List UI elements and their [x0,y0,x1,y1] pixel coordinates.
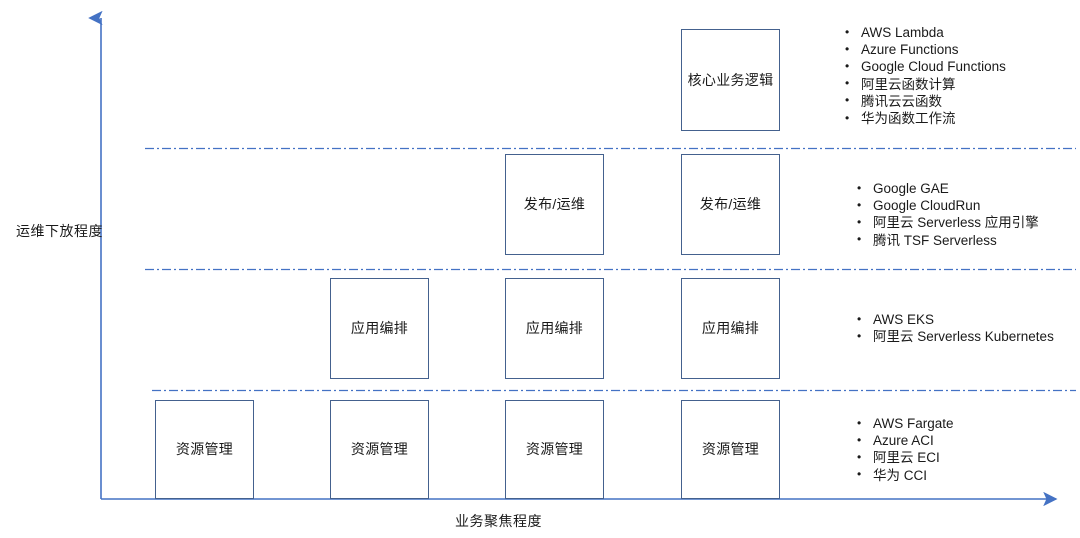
box-release-ops-col3[interactable]: 发布/运维 [505,154,604,255]
legend-item: 阿里云函数计算 [843,75,1006,93]
legend-item: 腾讯云云函数 [843,92,1006,110]
box-core-logic-col4[interactable]: 核心业务逻辑 [681,29,780,131]
legend-item: 华为 CCI [855,466,954,484]
box-resource-management-col3[interactable]: 资源管理 [505,400,604,499]
legend-item: 阿里云 Serverless Kubernetes [855,328,1054,345]
legend-item: 阿里云 ECI [855,449,954,466]
box-app-orchestration-col3[interactable]: 应用编排 [505,278,604,379]
legend-group-release-ops: Google GAE Google CloudRun 阿里云 Serverles… [855,179,1039,249]
legend-item: AWS Fargate [855,414,954,432]
y-axis-label: 运维下放程度 [16,223,103,239]
legend-item: Google Cloud Functions [843,58,1006,75]
box-resource-management-col1[interactable]: 资源管理 [155,400,254,499]
legend-item: 华为函数工作流 [843,110,1006,127]
x-axis-label: 业务聚焦程度 [455,513,542,529]
legend-item: AWS EKS [855,310,1054,328]
legend-group-resource-management: AWS Fargate Azure ACI 阿里云 ECI 华为 CCI [855,414,954,484]
legend-item: AWS Lambda [843,23,1006,41]
box-resource-management-col4[interactable]: 资源管理 [681,400,780,499]
legend-item: Google CloudRun [855,197,1039,214]
box-resource-management-col2[interactable]: 资源管理 [330,400,429,499]
legend-group-app-orchestration: AWS EKS 阿里云 Serverless Kubernetes [855,310,1054,345]
legend-item: Azure Functions [843,41,1006,58]
box-app-orchestration-col4[interactable]: 应用编排 [681,278,780,379]
legend-item: Google GAE [855,179,1039,197]
legend-item: Azure ACI [855,432,954,449]
box-release-ops-col4[interactable]: 发布/运维 [681,154,780,255]
legend-group-core-logic: AWS Lambda Azure Functions Google Cloud … [843,23,1006,127]
legend-item: 腾讯 TSF Serverless [855,231,1039,249]
legend-item: 阿里云 Serverless 应用引擎 [855,214,1039,231]
box-app-orchestration-col2[interactable]: 应用编排 [330,278,429,379]
